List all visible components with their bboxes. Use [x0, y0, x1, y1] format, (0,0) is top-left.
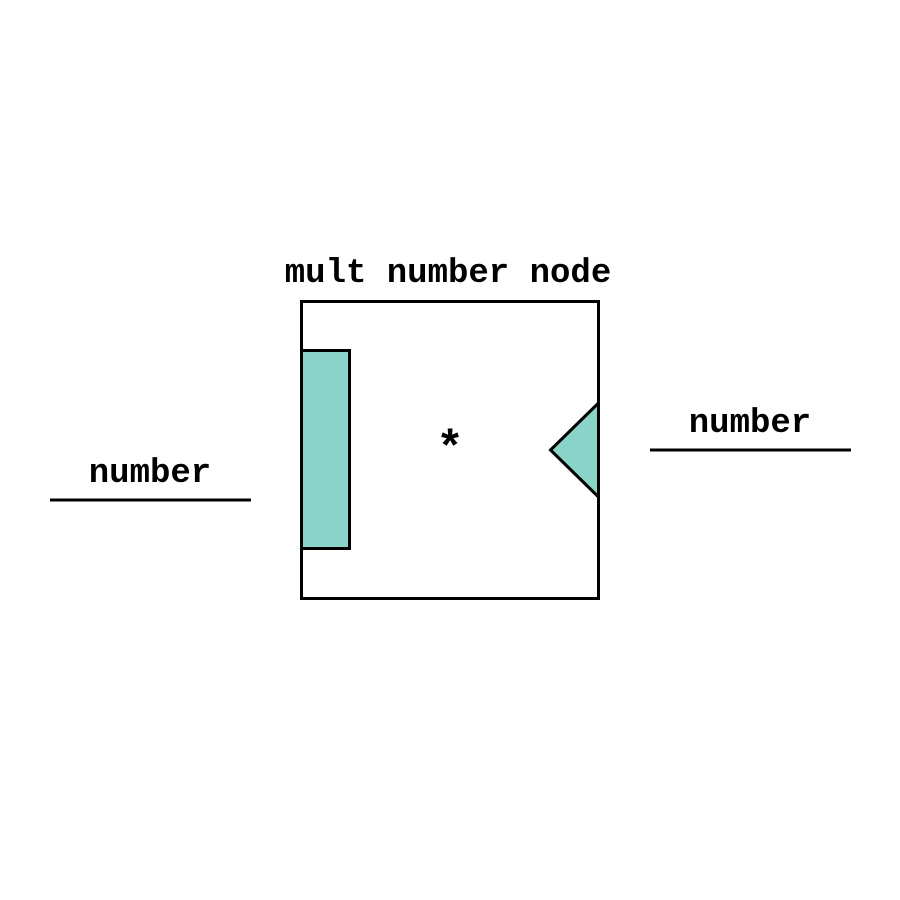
input-port[interactable]	[300, 349, 351, 550]
output-port[interactable]	[548, 399, 600, 501]
node-title: mult number node	[285, 255, 611, 293]
input-port-label: number	[89, 455, 211, 493]
operator-symbol: *	[436, 424, 464, 476]
output-port-label: number	[689, 405, 811, 443]
